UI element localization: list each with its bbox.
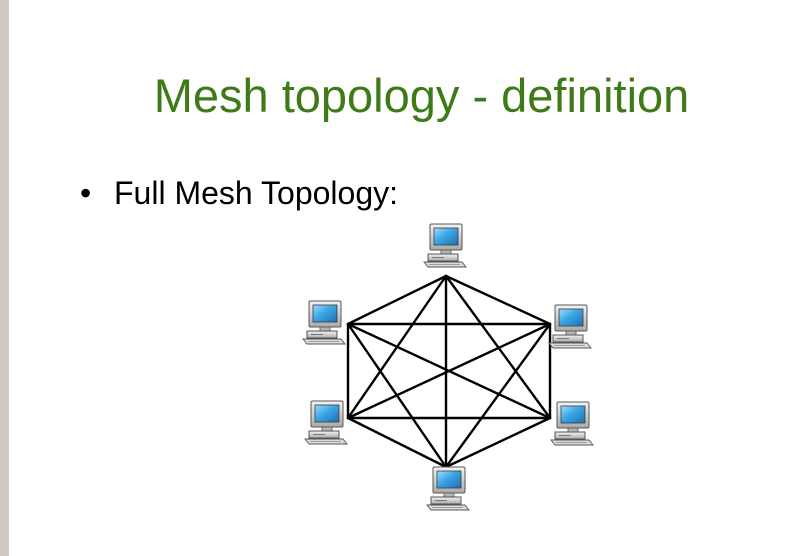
bullet-text: Full Mesh Topology:	[114, 175, 398, 211]
slide-title: Mesh topology - definition	[153, 69, 690, 122]
mesh-link	[444, 274, 552, 326]
computer-icon	[426, 466, 470, 511]
mesh-link	[346, 416, 448, 469]
computer-icon	[423, 223, 467, 268]
mesh-link	[346, 322, 448, 469]
mesh-links	[346, 274, 552, 469]
mesh-link	[346, 274, 448, 326]
mesh-link	[444, 416, 552, 469]
computer-icon	[304, 400, 348, 445]
computer-icon	[548, 304, 592, 349]
mesh-link	[444, 322, 552, 469]
computer-icon	[550, 401, 594, 446]
computer-icon	[302, 300, 346, 345]
left-edge-bar	[0, 0, 9, 556]
mesh-link	[346, 322, 552, 420]
bullet-item: • Full Mesh Topology:	[80, 173, 398, 213]
bullet-dot: •	[80, 175, 92, 211]
